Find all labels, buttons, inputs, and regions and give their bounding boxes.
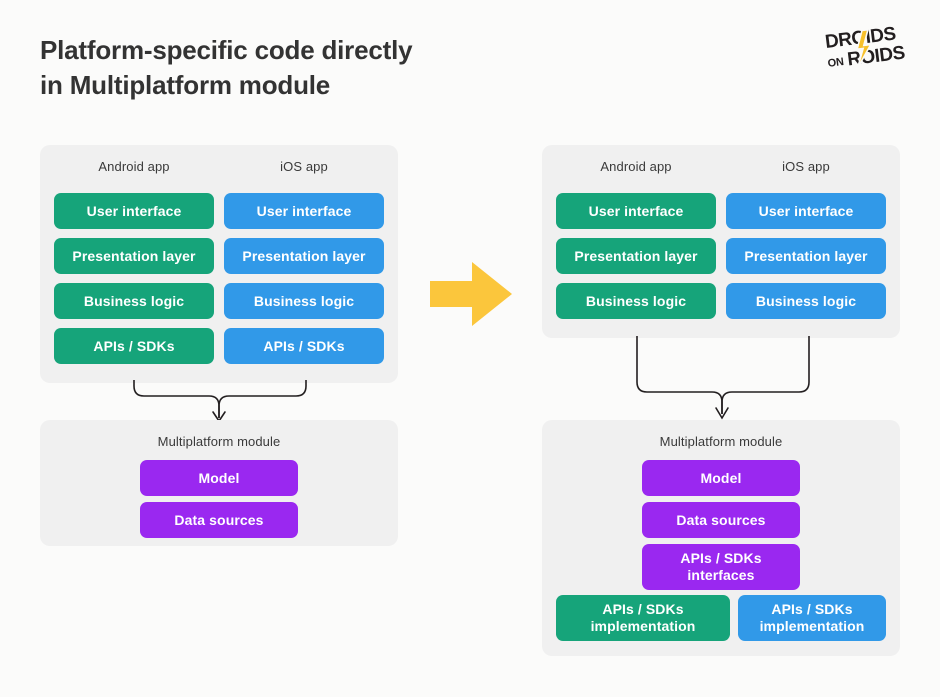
right-ios-layer-user-interface[interactable]: User interface	[726, 193, 886, 229]
left-android-layer-business-logic[interactable]: Business logic	[54, 283, 214, 319]
left-module-label: Multiplatform module	[157, 434, 281, 449]
right-apps-card: Android app iOS app User interface Prese…	[542, 145, 900, 338]
left-ios-layer-user-interface[interactable]: User interface	[224, 193, 384, 229]
droids-on-roids-logo: DROIDS ON ROIDS	[824, 24, 910, 71]
right-android-layer-business-logic[interactable]: Business logic	[556, 283, 716, 319]
left-ios-layer-apis-sdks[interactable]: APIs / SDKs	[224, 328, 384, 364]
right-module-ios-apis-sdks-implementation[interactable]: APIs / SDKs implementation	[738, 595, 886, 641]
right-module-layer-apis-sdks-interfaces[interactable]: APIs / SDKs interfaces	[642, 544, 800, 590]
right-ios-layer-business-logic[interactable]: Business logic	[726, 283, 886, 319]
lightning-bolt-icon	[856, 28, 873, 69]
left-android-layer-presentation-layer[interactable]: Presentation layer	[54, 238, 214, 274]
left-apps-card: Android app iOS app User interface Prese…	[40, 145, 398, 383]
right-module-layer-data-sources[interactable]: Data sources	[642, 502, 800, 538]
right-brace-connector	[636, 336, 810, 420]
arrow-head-icon	[715, 407, 729, 420]
right-module-android-apis-sdks-implementation[interactable]: APIs / SDKs implementation	[556, 595, 730, 641]
left-android-app-label: Android app	[98, 159, 170, 174]
page-title: Platform-specific code directly in Multi…	[40, 35, 413, 100]
left-ios-layer-business-logic[interactable]: Business logic	[224, 283, 384, 319]
left-module-layer-model[interactable]: Model	[140, 460, 298, 496]
svg-text:ON: ON	[827, 56, 845, 70]
right-module-card: Multiplatform module Model Data sources …	[542, 420, 900, 656]
left-android-layer-apis-sdks[interactable]: APIs / SDKs	[54, 328, 214, 364]
right-module-layer-model[interactable]: Model	[642, 460, 800, 496]
right-android-app-label: Android app	[600, 159, 672, 174]
right-android-layer-user-interface[interactable]: User interface	[556, 193, 716, 229]
transition-arrow-right-icon	[430, 262, 512, 326]
left-module-layer-data-sources[interactable]: Data sources	[140, 502, 298, 538]
left-module-card: Multiplatform module Model Data sources	[40, 420, 398, 546]
left-brace-connector	[133, 380, 307, 423]
right-module-label: Multiplatform module	[659, 434, 783, 449]
right-android-layer-presentation-layer[interactable]: Presentation layer	[556, 238, 716, 274]
left-android-layer-user-interface[interactable]: User interface	[54, 193, 214, 229]
right-ios-layer-presentation-layer[interactable]: Presentation layer	[726, 238, 886, 274]
left-ios-app-label: iOS app	[280, 159, 328, 174]
left-ios-layer-presentation-layer[interactable]: Presentation layer	[224, 238, 384, 274]
right-ios-app-label: iOS app	[782, 159, 830, 174]
